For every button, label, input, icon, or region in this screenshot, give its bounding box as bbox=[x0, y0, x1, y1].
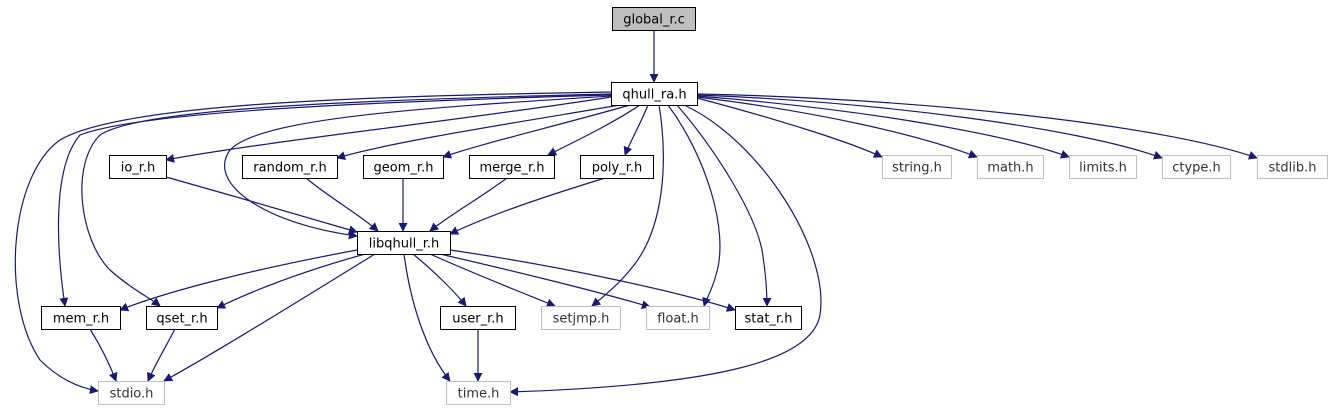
edge-qhull-ra-h-to-merge-r-h bbox=[547, 104, 641, 156]
node-stdio-h: stdio.h bbox=[98, 381, 165, 405]
node-box bbox=[242, 155, 338, 179]
node-label: user_r.h bbox=[452, 312, 503, 327]
dependency-edges bbox=[14, 30, 1258, 397]
edge-qhull-ra-h-to-mem-r-h bbox=[57, 94, 612, 307]
node-box bbox=[357, 231, 451, 255]
node-string-h: string.h bbox=[882, 155, 952, 179]
node-label: limits.h bbox=[1079, 161, 1127, 176]
node-box bbox=[612, 7, 696, 31]
edge-qhull-ra-h-to-math-h bbox=[696, 96, 978, 159]
node-mem-r-h[interactable]: mem_r.h bbox=[41, 306, 121, 330]
node-stdlib-h: stdlib.h bbox=[1257, 155, 1328, 179]
node-label: setjmp.h bbox=[553, 312, 610, 327]
node-math-h: math.h bbox=[977, 155, 1044, 179]
node-float-h: float.h bbox=[646, 306, 710, 330]
node-box bbox=[882, 155, 952, 179]
node-label: qhull_ra.h bbox=[622, 88, 686, 103]
edge-libqhull-r-h-to-qset-r-h bbox=[216, 253, 366, 309]
node-box bbox=[446, 381, 511, 405]
edge-qhull-ra-h-to-qset-r-h bbox=[81, 93, 612, 307]
node-box bbox=[611, 82, 698, 106]
node-box bbox=[541, 306, 621, 330]
node-box bbox=[977, 155, 1044, 179]
node-label: random_r.h bbox=[253, 161, 326, 176]
node-io-r-h[interactable]: io_r.h bbox=[109, 155, 167, 179]
node-libqhull-r-h[interactable]: libqhull_r.h bbox=[357, 231, 451, 255]
edge-qhull-ra-h-to-stat-r-h bbox=[676, 104, 772, 307]
edge-qset-r-h-to-stdio-h bbox=[147, 328, 176, 382]
edge-qhull-ra-h-to-random-r-h bbox=[336, 104, 621, 160]
edge-qhull-ra-h-to-string-h bbox=[696, 97, 883, 158]
node-stat-r-h[interactable]: stat_r.h bbox=[735, 306, 802, 330]
node-setjmp-h: setjmp.h bbox=[541, 306, 621, 330]
edge-qhull-ra-h-to-limits-h bbox=[696, 95, 1070, 159]
node-label: io_r.h bbox=[121, 161, 156, 176]
edge-libqhull-r-h-to-setjmp-h bbox=[429, 253, 556, 308]
file-nodes: global_r.c qhull_ra.h io_r.h random_r.h geom… bbox=[41, 7, 1328, 405]
node-box bbox=[41, 306, 121, 330]
edge-io-r-h-to-libqhull-r-h bbox=[165, 176, 358, 235]
node-label: qset_r.h bbox=[156, 312, 207, 327]
node-label: stat_r.h bbox=[745, 312, 793, 327]
node-label: geom_r.h bbox=[374, 161, 434, 176]
edge-qhull-ra-h-to-poly-r-h bbox=[623, 104, 649, 156]
node-label: libqhull_r.h bbox=[369, 237, 439, 252]
edge-libqhull-r-h-to-stat-r-h bbox=[449, 249, 736, 312]
node-box bbox=[646, 306, 710, 330]
node-qset-r-h[interactable]: qset_r.h bbox=[146, 306, 218, 330]
node-box bbox=[98, 381, 165, 405]
edge-libqhull-r-h-to-time-h bbox=[403, 253, 451, 382]
edge-qhull-ra-h-to-libqhull-r-h bbox=[224, 95, 612, 240]
node-label: global_r.c bbox=[623, 13, 685, 28]
node-label: string.h bbox=[892, 161, 942, 176]
edge-qhull-ra-h-to-io-r-h bbox=[165, 96, 612, 163]
node-box bbox=[580, 155, 654, 179]
edge-qhull-ra-h-to-time-h bbox=[509, 104, 822, 397]
node-ctype-h: ctype.h bbox=[1162, 155, 1231, 179]
node-time-h: time.h bbox=[446, 381, 511, 405]
edge-qhull-ra-h-to-stdio-h bbox=[14, 91, 612, 395]
node-geom-r-h[interactable]: geom_r.h bbox=[363, 155, 444, 179]
node-user-r-h[interactable]: user_r.h bbox=[440, 306, 516, 330]
node-random-r-h[interactable]: random_r.h bbox=[242, 155, 338, 179]
edge-libqhull-r-h-to-float-h bbox=[439, 253, 651, 309]
edge-qhull-ra-h-to-setjmp-h bbox=[591, 104, 664, 307]
edge-poly-r-h-to-libqhull-r-h bbox=[449, 177, 606, 235]
node-box bbox=[1257, 155, 1328, 179]
edge-mem-r-h-to-stdio-h bbox=[89, 328, 118, 382]
node-limits-h: limits.h bbox=[1069, 155, 1137, 179]
node-box bbox=[109, 155, 167, 179]
edge-libqhull-r-h-to-mem-r-h bbox=[119, 249, 358, 312]
node-label: stdlib.h bbox=[1269, 161, 1317, 176]
node-label: stdio.h bbox=[110, 387, 154, 402]
edge-qhull-ra-h-to-ctype-h bbox=[696, 94, 1163, 160]
node-global-r-c[interactable]: global_r.c bbox=[612, 7, 696, 31]
edge-libqhull-r-h-to-stdio-h bbox=[163, 253, 376, 382]
node-label: time.h bbox=[458, 387, 500, 402]
node-box bbox=[735, 306, 802, 330]
edge-qhull-ra-h-to-stdlib-h bbox=[696, 93, 1258, 160]
node-qhull-ra-h[interactable]: qhull_ra.h bbox=[611, 82, 698, 106]
node-label: math.h bbox=[987, 161, 1033, 176]
node-box bbox=[363, 155, 444, 179]
node-box bbox=[469, 155, 555, 179]
edge-libqhull-r-h-to-user-r-h bbox=[412, 253, 467, 307]
edge-qhull-ra-h-to-float-h bbox=[667, 104, 721, 307]
edge-merge-r-h-to-libqhull-r-h bbox=[429, 177, 508, 232]
node-label: poly_r.h bbox=[592, 161, 643, 176]
node-label: merge_r.h bbox=[479, 161, 544, 176]
node-label: float.h bbox=[657, 312, 699, 327]
edge-qhull-ra-h-to-geom-r-h bbox=[442, 104, 631, 159]
node-box bbox=[146, 306, 218, 330]
node-label: ctype.h bbox=[1172, 161, 1221, 176]
node-box bbox=[1069, 155, 1137, 179]
edge-random-r-h-to-libqhull-r-h bbox=[305, 177, 379, 232]
node-box bbox=[440, 306, 516, 330]
node-label: mem_r.h bbox=[53, 312, 109, 327]
node-poly-r-h[interactable]: poly_r.h bbox=[580, 155, 654, 179]
node-merge-r-h[interactable]: merge_r.h bbox=[469, 155, 555, 179]
node-box bbox=[1162, 155, 1231, 179]
